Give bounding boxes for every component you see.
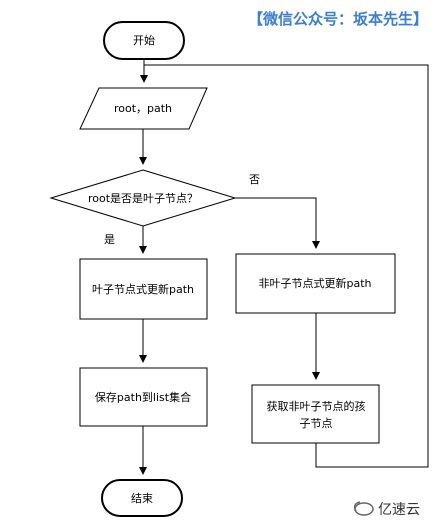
edge-no	[235, 197, 320, 249]
start-label: 开始	[133, 33, 155, 47]
edge-loop-back	[144, 64, 429, 468]
end-label: 结束	[131, 492, 153, 505]
nonleaf-update-node: 非叶子节点式更新path	[235, 253, 396, 314]
end-node: 结束	[101, 479, 183, 517]
input-label: root，path	[114, 102, 172, 115]
decision-node: root是否是叶子节点？	[49, 169, 237, 227]
watermark-bottom: 亿速云	[353, 501, 420, 518]
nonleaf-update-label: 非叶子节点式更新path	[258, 276, 371, 290]
leaf-update-node: 叶子节点式更新path	[79, 258, 208, 320]
leaf-update-label: 叶子节点式更新path	[92, 282, 194, 296]
start-node: 开始	[103, 21, 185, 60]
decision-label: root是否是叶子节点？	[88, 192, 198, 205]
watermark-bottom-text: 亿速云	[378, 502, 420, 518]
edge-no-label: 否	[249, 173, 260, 186]
edge-yes-label: 是	[104, 233, 115, 246]
get-children-label-line1: 获取非叶子节点的孩	[267, 399, 366, 413]
get-children-label-line2: 子节点	[300, 417, 333, 430]
cloud-logo-icon	[353, 501, 374, 516]
input-node: root，path	[79, 87, 208, 130]
save-node: 保存path到list集合	[79, 367, 208, 427]
get-children-node: 获取非叶子节点的孩 子节点	[251, 384, 380, 444]
watermark-top: 【微信公众号：坂本先生】	[248, 10, 428, 28]
save-label: 保存path到list集合	[95, 390, 191, 404]
